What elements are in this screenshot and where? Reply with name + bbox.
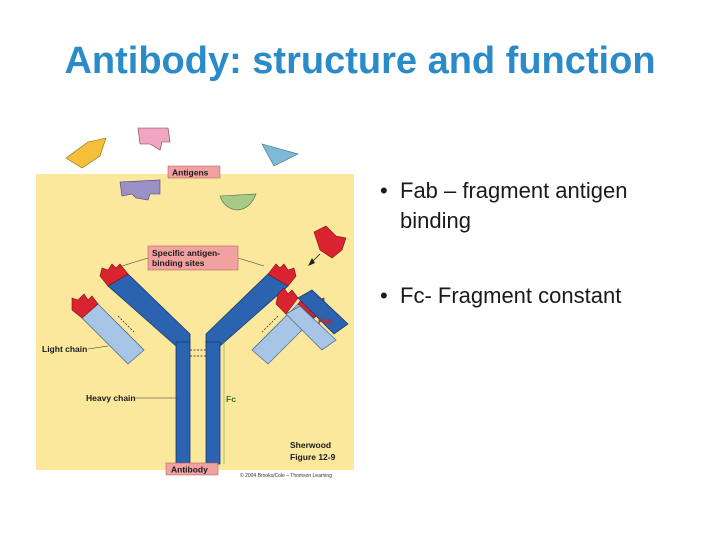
binding-site-heavy-left <box>99 263 129 287</box>
antigen-purple-shape <box>119 179 161 201</box>
antigen-blue-triangle <box>261 143 299 167</box>
binding-site-heavy-right <box>267 263 297 287</box>
heavy-chain-label: Heavy chain <box>86 393 136 403</box>
antigen-red-shape <box>313 225 347 259</box>
fab-fragment <box>275 287 349 351</box>
copyright-text: © 2004 Brooks/Cole – Thomson Learning <box>240 472 332 479</box>
slide-title: Antibody: structure and function <box>64 40 656 82</box>
antigens-label-box <box>167 165 221 179</box>
light-chain-pointer <box>87 345 109 350</box>
heavy-chain-stem-left <box>175 341 191 465</box>
light-chain-label: Light chain <box>42 344 87 354</box>
credit-line1: Sherwood <box>290 440 331 450</box>
heavy-chain-stem-right <box>205 341 221 465</box>
bullet-item-fab: • Fab – fragment antigen binding <box>380 176 700 235</box>
binding-sites-pointer-right <box>237 257 265 267</box>
antibody-label: Antibody <box>171 465 208 475</box>
fab-label: Fab <box>318 316 333 326</box>
antibody-diagram: Antigens Specific antigen- binding sites <box>36 118 360 484</box>
credit-line2: Figure 12-9 <box>290 452 336 462</box>
binding-sites-pointer-left <box>121 257 149 267</box>
bullet-text: Fab – fragment antigen binding <box>400 178 628 233</box>
antigen-green-semicircle <box>219 193 257 211</box>
fc-label: Fc <box>226 394 236 404</box>
bullet-list: • Fab – fragment antigen binding • Fc- F… <box>380 176 700 357</box>
fab-binding-site <box>275 287 299 315</box>
bullet-dot: • <box>380 178 388 203</box>
binding-sites-label-line2: binding sites <box>152 258 205 268</box>
bullet-item-fc: • Fc- Fragment constant <box>380 281 700 311</box>
antigens-label: Antigens <box>172 168 209 178</box>
antibody-label-box <box>165 462 219 476</box>
antigen-pink-shape <box>137 127 171 151</box>
disulfide-bond-left <box>117 315 135 333</box>
left-arm <box>71 263 191 365</box>
bullet-dot: • <box>380 283 388 309</box>
antibody-diagram-svg: Antigens Specific antigen- binding sites <box>36 127 354 479</box>
fab-heavy-chain <box>297 289 349 335</box>
binding-site-light-left <box>71 293 99 319</box>
fab-light-chain <box>285 305 337 351</box>
arrow-head <box>308 258 315 266</box>
disulfide-bond-right <box>261 315 279 333</box>
bullet-text: Fc- Fragment constant <box>400 283 622 309</box>
binding-sites-label-line1: Specific antigen- <box>152 248 220 258</box>
antigen-yellow-shape <box>65 137 107 169</box>
